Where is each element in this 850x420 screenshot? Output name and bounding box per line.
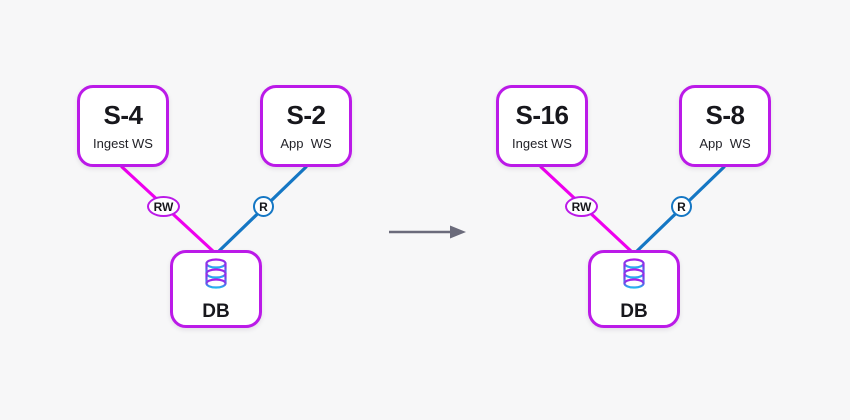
edge-badge-label: RW — [153, 199, 174, 214]
node-subtitle: Ingest WS — [93, 136, 153, 151]
node-title: S-16 — [515, 100, 569, 130]
edge-badge-label: R — [259, 199, 268, 214]
node-app-ws-after[interactable]: S-8 App WS — [679, 85, 771, 167]
node-subtitle: Ingest WS — [512, 136, 572, 151]
database-cylinder-icon — [201, 257, 231, 298]
edge-badge-rw-before: RW — [147, 196, 180, 217]
edge-badge-label: R — [677, 199, 686, 214]
node-subtitle: App WS — [699, 136, 751, 151]
node-ingest-ws-after[interactable]: S-16 Ingest WS — [496, 85, 588, 167]
node-db-label: DB — [620, 301, 648, 322]
node-app-ws-before[interactable]: S-2 App WS — [260, 85, 352, 167]
node-db-label: DB — [202, 301, 230, 322]
node-ingest-ws-before[interactable]: S-4 Ingest WS — [77, 85, 169, 167]
node-title: S-2 — [286, 100, 326, 130]
node-title: S-8 — [705, 100, 745, 130]
database-cylinder-icon — [619, 257, 649, 298]
edge-badge-rw-after: RW — [565, 196, 598, 217]
edge-badge-r-after: R — [671, 196, 692, 217]
node-db-after[interactable]: DB — [588, 250, 680, 328]
node-title: S-4 — [103, 100, 143, 130]
node-db-before[interactable]: DB — [170, 250, 262, 328]
node-subtitle: App WS — [280, 136, 332, 151]
right-arrow-icon — [389, 225, 466, 239]
edge-badge-r-before: R — [253, 196, 274, 217]
edge-badge-label: RW — [571, 199, 592, 214]
